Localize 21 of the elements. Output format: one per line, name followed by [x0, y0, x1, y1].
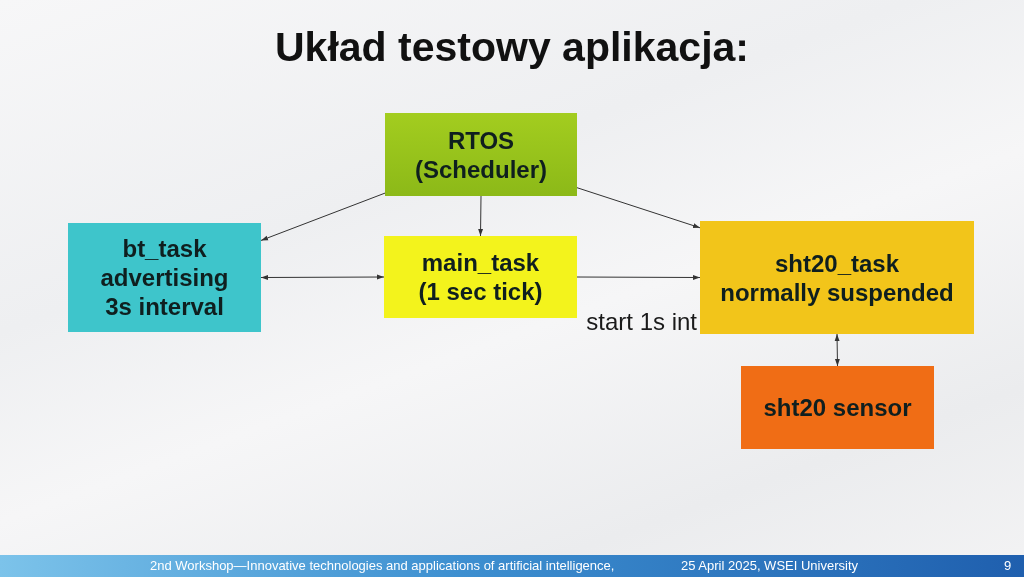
node-label: main_task (1 sec tick) — [418, 248, 543, 306]
node-label: RTOS (Scheduler) — [415, 125, 547, 184]
double-arrow — [834, 333, 840, 367]
arrow — [576, 187, 701, 229]
process-box — [741, 366, 934, 449]
double-arrow — [260, 274, 385, 280]
footer-text: 2nd Workshop—Innovative technologies and applications of artificial intelligence, — [150, 558, 615, 574]
arrow — [576, 275, 701, 280]
process-box — [700, 221, 974, 334]
footer-date: 25 April 2025, WSEI University — [681, 558, 859, 574]
process-box — [384, 236, 577, 318]
node-label: bt_task advertising 3s interval — [100, 234, 229, 321]
node-label: sht20_task normally suspended — [720, 248, 954, 307]
process-box — [385, 113, 577, 196]
page-number: 9 — [1004, 558, 1012, 574]
process-box — [68, 223, 261, 332]
arrow — [260, 192, 386, 241]
edge-label: start 1s int — [586, 308, 697, 335]
node-label: sht20 sensor — [763, 393, 912, 422]
slide-title: Układ testowy aplikacja: — [275, 24, 749, 71]
arrow — [478, 195, 484, 237]
